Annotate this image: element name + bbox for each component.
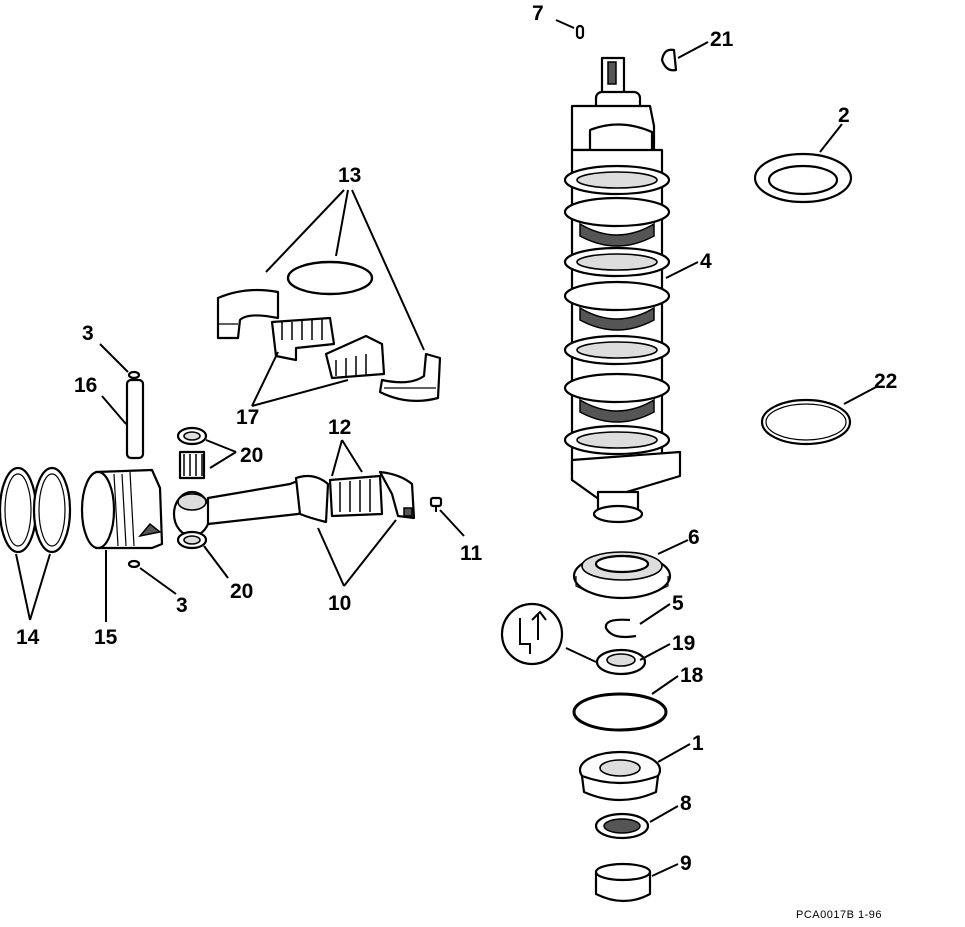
callout-6: 6	[688, 526, 700, 549]
callout-4: 4	[700, 250, 712, 273]
callout-7: 7	[532, 2, 544, 25]
screw-11-part	[429, 496, 443, 512]
seal-19-part	[595, 648, 647, 676]
crankshaft-part	[563, 56, 682, 524]
callout-9: 9	[680, 852, 692, 875]
needle-cage-17b-part	[324, 334, 386, 380]
callout-8: 8	[680, 792, 692, 815]
key-21-part	[660, 48, 678, 72]
bearing-housing-1-part	[578, 750, 662, 802]
callout-1: 1	[692, 732, 704, 755]
washer-20b-part	[176, 530, 208, 550]
callout-10: 10	[328, 592, 351, 615]
lubricant-inset-icon	[500, 602, 564, 666]
callout-3-lower: 3	[176, 594, 188, 617]
ball-bearing-6-part	[572, 551, 672, 600]
needle-cage-17a-part	[270, 316, 336, 362]
callout-13: 13	[338, 164, 361, 187]
pin-7-part	[575, 24, 585, 40]
callout-22: 22	[874, 370, 897, 393]
bearing-half-13b-part	[378, 352, 442, 403]
callout-20-lower: 20	[230, 580, 253, 603]
piston-15-part	[80, 468, 164, 550]
piston-ring-14a-part	[0, 466, 38, 554]
callout-17: 17	[236, 406, 259, 429]
o-ring-18-part	[572, 692, 668, 732]
callout-19: 19	[672, 632, 695, 655]
retainer-3b-part	[127, 559, 141, 569]
washer-20a-part	[176, 426, 208, 446]
callout-12: 12	[328, 416, 351, 439]
ring-13-part	[286, 260, 374, 296]
ring-2-part	[753, 152, 853, 204]
callout-5: 5	[672, 592, 684, 615]
callout-14: 14	[16, 626, 40, 649]
callout-3-upper: 3	[82, 322, 94, 345]
callout-labels: 7 21 2 4 22 6 5 19 18 1 8 9 13 17 12 10 …	[16, 2, 897, 875]
callout-21: 21	[710, 28, 734, 51]
drawing-code: PCA0017B 1-96	[796, 909, 882, 921]
seal-8-part	[594, 812, 650, 840]
sleeve-9-part	[594, 862, 652, 903]
retainer-3a-part	[127, 370, 141, 380]
leader-lines	[15, 19, 879, 877]
needle-bearing-20-part	[178, 450, 206, 480]
piston-ring-14b-part	[32, 466, 72, 554]
callout-2: 2	[838, 104, 850, 127]
retaining-ring-5-part	[604, 618, 637, 639]
callout-20-upper: 20	[240, 444, 263, 467]
callout-18: 18	[680, 664, 704, 687]
ring-22-part	[760, 398, 852, 446]
wrist-pin-16-part	[125, 378, 145, 460]
callout-15: 15	[94, 626, 118, 649]
callout-11: 11	[460, 542, 483, 565]
needle-cage-12-part	[328, 474, 384, 518]
bearing-half-13a-part	[216, 288, 280, 340]
callout-16: 16	[74, 374, 97, 397]
